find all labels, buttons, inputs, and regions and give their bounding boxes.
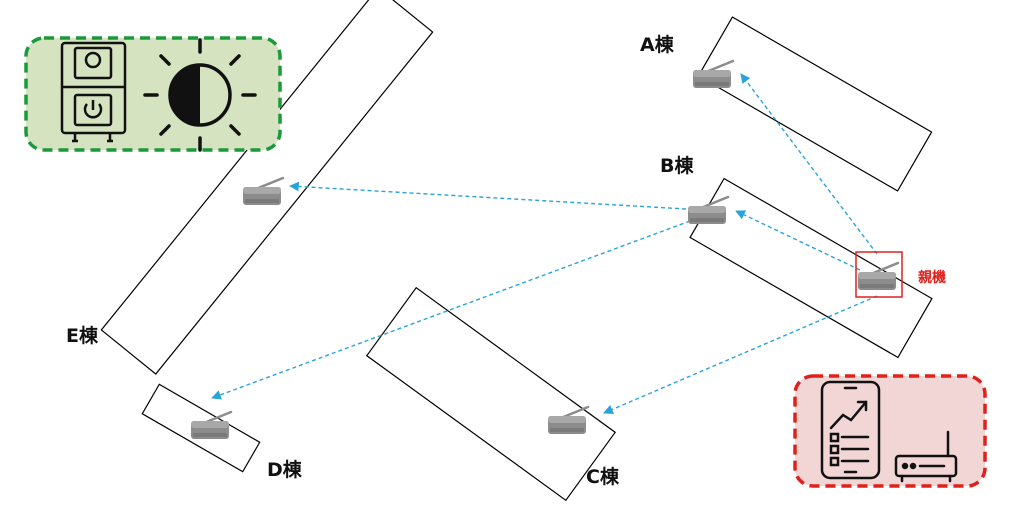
link-parent-to-c <box>603 295 878 415</box>
red-panel <box>793 374 987 488</box>
link-b-to-e <box>289 181 687 210</box>
power-unit-icon <box>60 41 127 143</box>
link-parent-to-a <box>740 73 878 255</box>
router-icon <box>894 430 958 483</box>
link-parent-to-b <box>735 210 861 271</box>
red-panel-box <box>793 374 987 488</box>
building-c-label: C棟 <box>586 465 620 488</box>
device-c-icon <box>546 405 590 436</box>
building-d-outline <box>141 383 261 473</box>
device-a-icon <box>691 59 735 90</box>
building-c-outline <box>365 286 617 502</box>
device-b-icon <box>686 195 730 226</box>
building-b-outline <box>689 177 933 359</box>
building-a-outline <box>697 16 933 192</box>
link-b-to-d <box>211 220 691 400</box>
green-panel <box>24 36 282 152</box>
parent-highlight-box <box>855 251 903 298</box>
brightness-icon <box>143 38 257 152</box>
device-d-icon <box>189 410 233 441</box>
building-b-label: B棟 <box>660 154 694 177</box>
link-lines <box>211 73 878 415</box>
building-d-label: D棟 <box>267 458 303 481</box>
building-e-outline <box>100 0 434 375</box>
building-a-label: A棟 <box>640 33 675 56</box>
building-e-label: E棟 <box>66 324 99 347</box>
building-outlines <box>100 0 933 502</box>
parent-label: 親機 <box>918 269 946 286</box>
smartphone-dashboard-icon <box>820 380 881 480</box>
device-e-icon <box>241 176 285 207</box>
